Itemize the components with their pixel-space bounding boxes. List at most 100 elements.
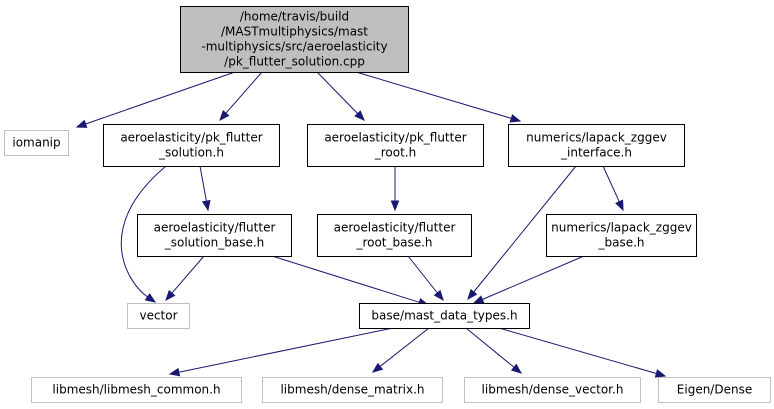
node-label-line: _solution_base.h [164, 236, 265, 250]
edge-line [407, 255, 438, 294]
node-label-line: aeroelasticity/flutter [334, 221, 456, 235]
node-dense-vector-h: libmesh/dense_vector.h [464, 377, 641, 403]
edge-line [473, 165, 577, 293]
node-label-line: _root.h [374, 146, 416, 160]
edge-line [602, 165, 620, 203]
arrowhead-icon [654, 369, 667, 378]
node-dense-matrix-h: libmesh/dense_matrix.h [262, 377, 443, 403]
node-lapack-zggev-interface-h[interactable]: numerics/lapack_zggev_interface.h [508, 124, 685, 167]
arrowhead-icon [165, 289, 176, 302]
edge-lapack_zggev_base_h-to-mast_data_types_h [472, 255, 585, 304]
node-box [137, 214, 292, 257]
node-label-line: /pk_flutter_solution.cpp [224, 55, 365, 69]
node-box [464, 377, 641, 403]
edge-line [465, 327, 515, 368]
node-flutter-solution-base-h[interactable]: aeroelasticity/flutter_solution_base.h [137, 214, 292, 257]
node-pk-flutter-solution-h[interactable]: aeroelasticity/pk_flutter_solution.h [103, 124, 280, 167]
node-label-line: aeroelasticity/pk_flutter [120, 131, 262, 145]
edge-pk_flutter_solution_h-to-flutter_solution_base_h [199, 165, 211, 212]
edge-lapack_zggev_interface_h-to-lapack_zggev_base_h [602, 165, 624, 212]
node-eigen-dense: Eigen/Dense [658, 377, 771, 403]
edge-mast_data_types_h-to-eigen_dense [498, 327, 667, 378]
edge-line [85, 71, 236, 125]
node-iomanip: iomanip [4, 130, 69, 156]
node-box [508, 124, 685, 167]
arrowhead-icon [75, 119, 88, 128]
node-label-line: iomanip [12, 136, 60, 150]
node-label-line: _solution.h [158, 146, 224, 160]
arrowhead-icon [168, 367, 181, 377]
arrowhead-icon [615, 199, 624, 212]
edge-pk_flutter_solution_h-to-vector [120, 165, 167, 303]
node-box [317, 214, 472, 257]
arrowhead-icon [144, 293, 157, 303]
edge-line [120, 165, 167, 298]
node-mast-data-types-h[interactable]: base/mast_data_types.h [359, 303, 530, 329]
node-box [127, 303, 190, 329]
edge-line [482, 255, 585, 300]
nodes-layer: /home/travis/build/MASTmultiphysics/mast… [4, 6, 771, 403]
node-label-line: base/mast_data_types.h [371, 309, 517, 323]
node-label-line: -multiphysics/src/aeroelasticity [201, 40, 387, 54]
node-box [307, 124, 484, 167]
edge-flutter_solution_base_h-to-vector [165, 255, 205, 302]
edges-layer [75, 71, 667, 378]
edge-line [498, 327, 657, 374]
node-lapack-zggev-base-h[interactable]: numerics/lapack_zggev_base.h [546, 214, 697, 257]
node-label-line: libmesh/dense_vector.h [482, 383, 624, 397]
node-label-line: numerics/lapack_zggev [551, 221, 692, 235]
node-label-line: /MASTmultiphysics/mast [221, 25, 368, 39]
node-label-line: _root_base.h [355, 236, 432, 250]
edge-mast_data_types_h-to-dense_matrix_h [371, 327, 430, 373]
edge-mast_data_types_h-to-libmesh_common_h [168, 327, 394, 377]
node-root[interactable]: /home/travis/build/MASTmultiphysics/mast… [180, 6, 409, 73]
edge-root-to-pk_flutter_solution_h [219, 71, 263, 122]
edge-root-to-iomanip [75, 71, 236, 128]
node-box [103, 124, 280, 167]
arrowhead-icon [371, 362, 384, 373]
node-label-line: vector [139, 309, 177, 323]
edge-line [225, 71, 263, 114]
edge-pk_flutter_root_h-to-flutter_root_base_h [390, 166, 400, 212]
arrowhead-icon [509, 114, 522, 123]
edge-line [171, 255, 205, 294]
node-label-line: aeroelasticity/pk_flutter [324, 131, 466, 145]
node-box [31, 377, 242, 403]
node-box [4, 130, 69, 156]
edge-root-to-pk_flutter_root_h [316, 71, 365, 121]
edge-mast_data_types_h-to-dense_vector_h [465, 327, 523, 374]
edge-line [199, 165, 207, 202]
node-label-line: libmesh/dense_matrix.h [280, 383, 424, 397]
node-box [658, 377, 771, 403]
node-pk-flutter-root-h[interactable]: aeroelasticity/pk_flutter_root.h [307, 124, 484, 167]
arrowhead-icon [467, 288, 478, 301]
arrowhead-icon [390, 200, 400, 212]
node-box [262, 377, 443, 403]
node-flutter-root-base-h[interactable]: aeroelasticity/flutter_root_base.h [317, 214, 472, 257]
node-vector: vector [127, 303, 190, 329]
arrowhead-icon [472, 295, 485, 304]
edge-line [355, 71, 512, 119]
edge-line [316, 71, 359, 114]
node-libmesh-common-h: libmesh/libmesh_common.h [31, 377, 242, 403]
edge-line [178, 327, 394, 373]
arrowhead-icon [219, 110, 230, 122]
edge-line [379, 327, 430, 367]
node-box [546, 214, 697, 257]
arrowhead-icon [201, 199, 211, 212]
node-box [180, 6, 409, 73]
edge-flutter_root_base_h-to-mast_data_types_h [407, 255, 444, 302]
node-label-line: /home/travis/build [240, 10, 349, 24]
node-label-line: libmesh/libmesh_common.h [52, 383, 220, 397]
arrowhead-icon [433, 289, 444, 302]
node-label-line: _base.h [597, 236, 644, 250]
edge-lapack_zggev_interface_h-to-mast_data_types_h [467, 165, 577, 301]
edge-root-to-lapack_zggev_interface_h [355, 71, 522, 123]
node-box [359, 303, 530, 329]
node-label-line: aeroelasticity/flutter [154, 221, 276, 235]
arrowhead-icon [510, 363, 523, 374]
node-label-line: _interface.h [560, 146, 632, 160]
arrowhead-icon [354, 110, 365, 121]
node-label-line: Eigen/Dense [677, 383, 752, 397]
